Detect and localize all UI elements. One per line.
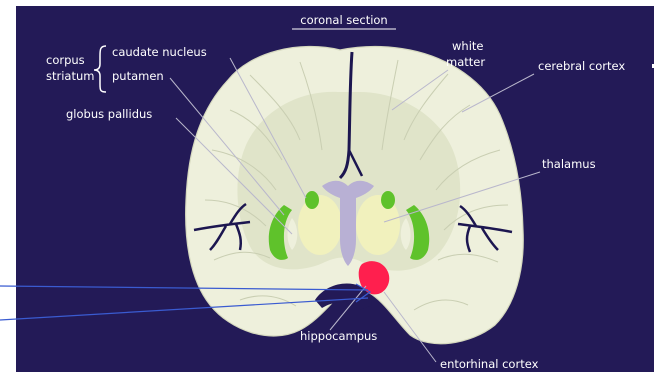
label-thalamus: thalamus bbox=[542, 157, 596, 171]
thalamus-left bbox=[298, 195, 342, 255]
label-striatum: striatum bbox=[46, 69, 94, 83]
label-globus-pallidus: globus pallidus bbox=[66, 107, 152, 121]
caudate-nucleus-right bbox=[381, 191, 395, 209]
diagram-title: coronal section bbox=[300, 13, 387, 27]
label-white: white bbox=[452, 39, 483, 53]
edge-mark bbox=[652, 64, 655, 68]
label-matter: matter bbox=[446, 55, 485, 69]
label-caudate-nucleus: caudate nucleus bbox=[112, 45, 207, 59]
caudate-nucleus-left bbox=[305, 191, 319, 209]
label-entorhinal-cortex: entorhinal cortex bbox=[440, 357, 539, 371]
label-corpus: corpus bbox=[46, 53, 85, 67]
label-cerebral-cortex: cerebral cortex bbox=[538, 59, 625, 73]
label-putamen: putamen bbox=[112, 69, 164, 83]
label-hippocampus: hippocampus bbox=[300, 329, 377, 343]
